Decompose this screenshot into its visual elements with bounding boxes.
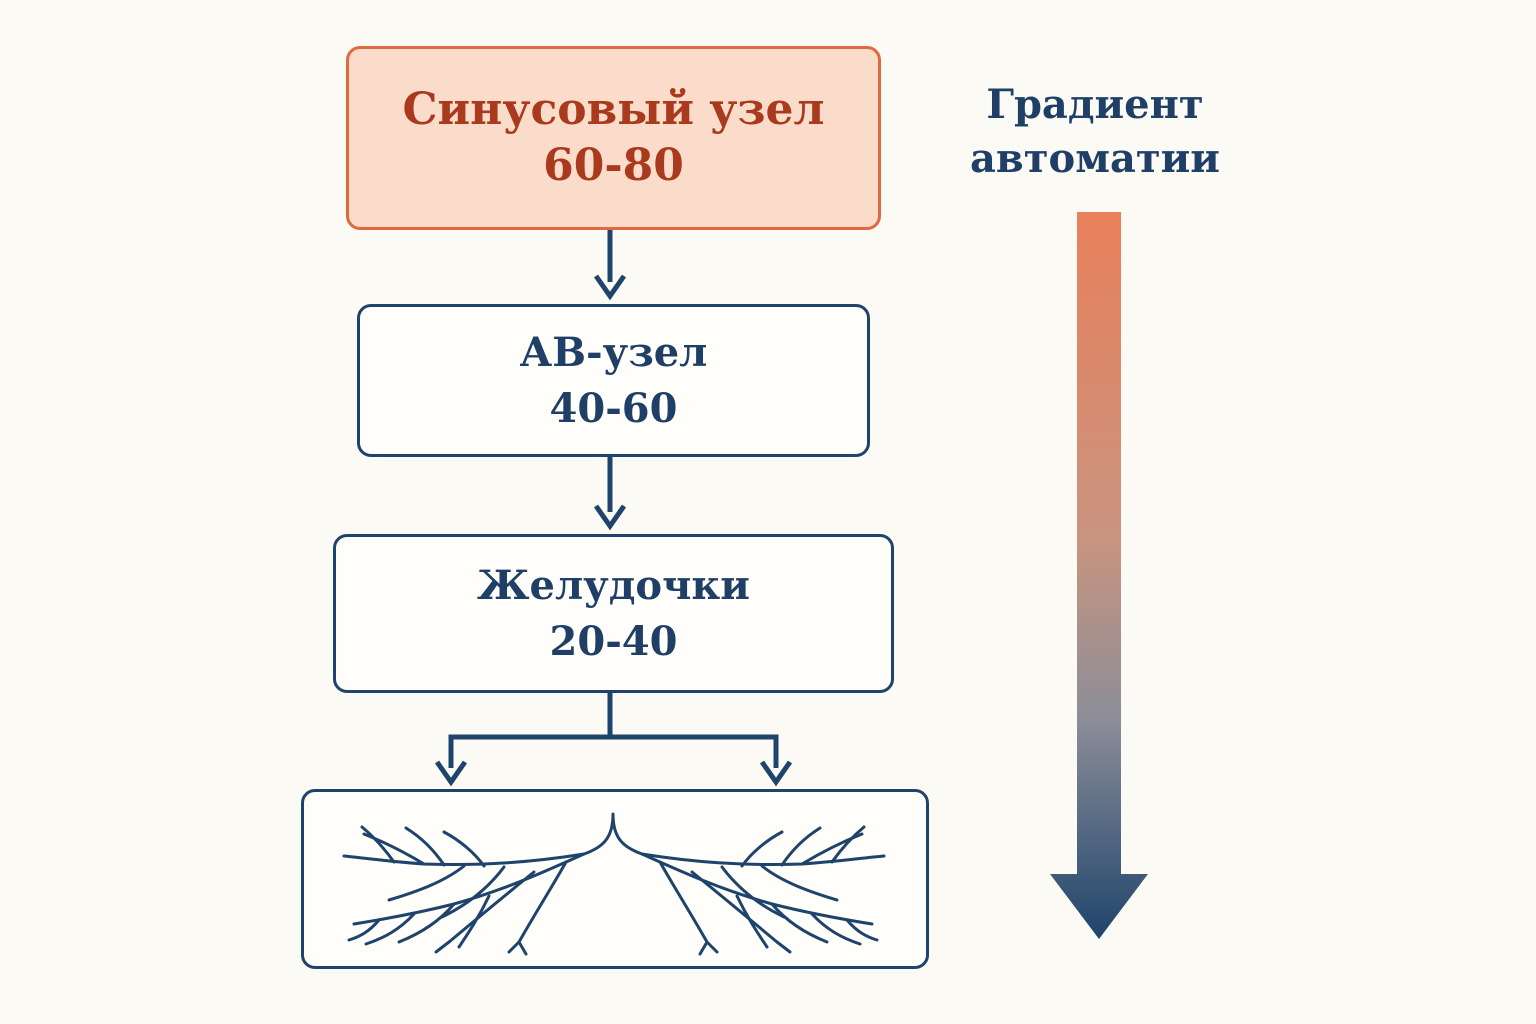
sinus-node-label: Синусовый узел	[402, 84, 825, 135]
av-node-label: АВ-узел	[519, 328, 708, 376]
arrowhead-split-right	[759, 760, 793, 787]
av-node-rate: 40-60	[549, 384, 678, 432]
arrowhead-sa-to-av	[593, 274, 627, 301]
arrowhead-av-to-ventricles	[593, 504, 627, 531]
ventricles-label: Желудочки	[477, 561, 750, 609]
arrowhead-split-left	[434, 760, 468, 787]
purkinje-fibers-illustration	[342, 812, 886, 956]
node-sinus-node: Синусовый узел 60-80	[346, 46, 881, 230]
automaticity-gradient-arrow	[1050, 212, 1148, 939]
gradient-title-line1: Градиент	[986, 81, 1204, 128]
ventricles-rate: 20-40	[549, 617, 678, 665]
sinus-node-rate: 60-80	[543, 140, 684, 191]
arrow-ventricles-split	[448, 693, 613, 768]
gradient-title-line2: автоматии	[970, 135, 1220, 182]
node-ventricles: Желудочки 20-40	[333, 534, 894, 693]
arrow-ventricles-split-right	[610, 734, 779, 768]
gradient-title: Градиент автоматии	[960, 78, 1230, 186]
node-purkinje-fibers	[301, 789, 929, 969]
node-av-node: АВ-узел 40-60	[357, 304, 870, 457]
